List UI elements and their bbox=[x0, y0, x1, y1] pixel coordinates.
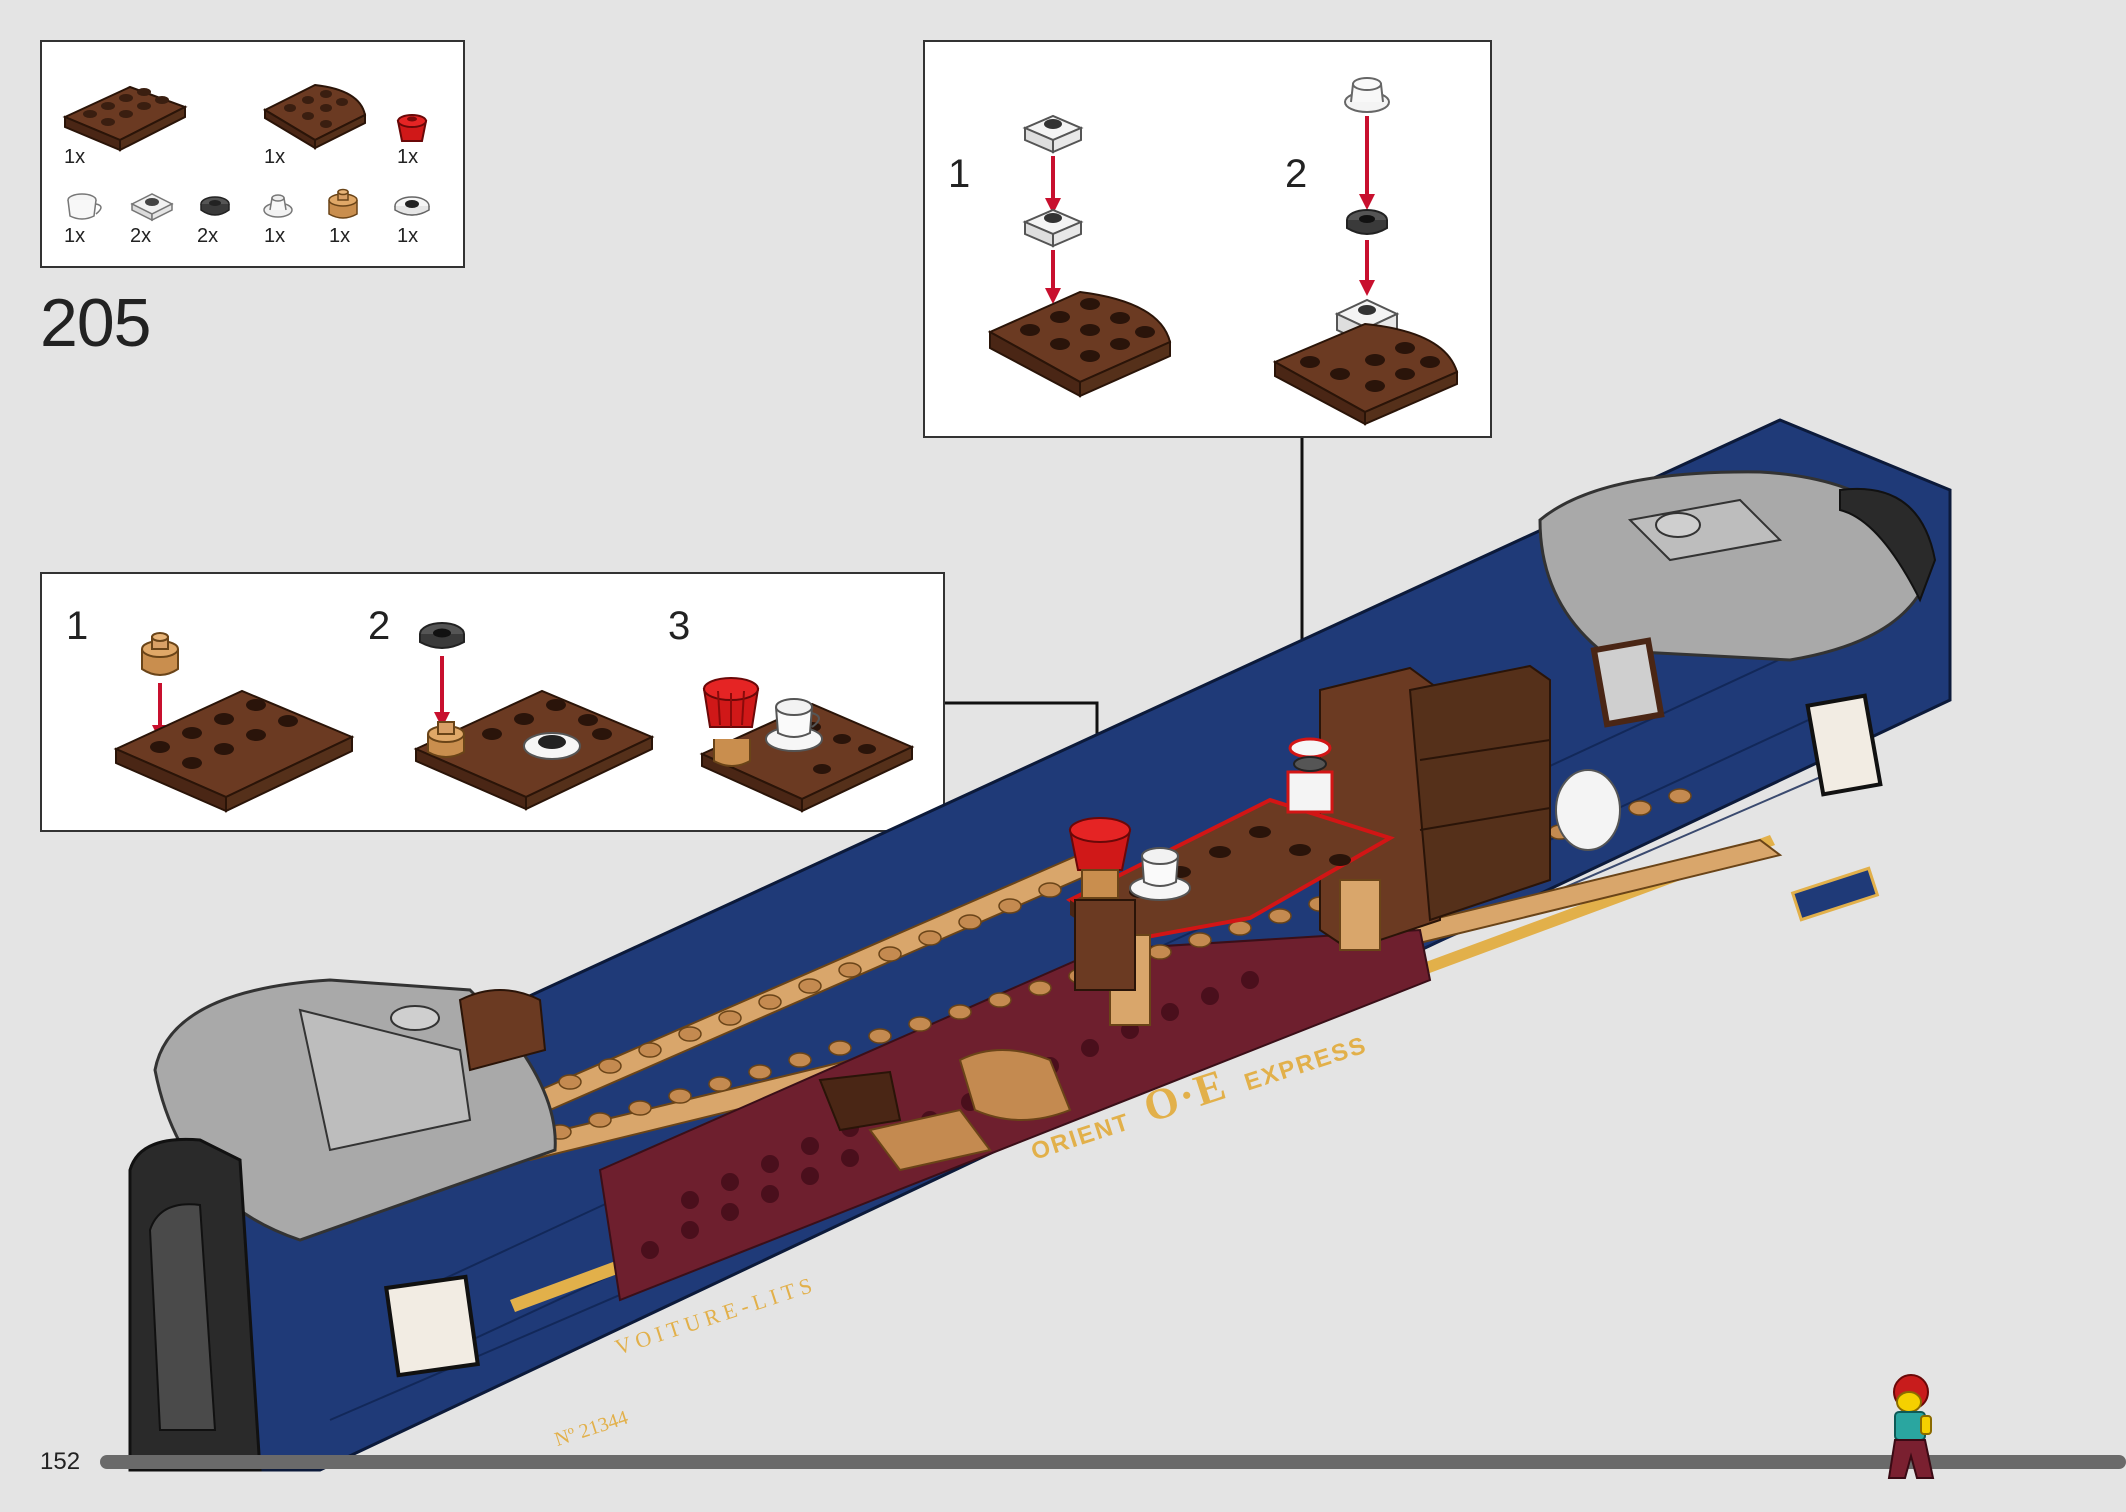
qty-label: 1x bbox=[329, 225, 351, 247]
step-number: 205 bbox=[40, 285, 151, 361]
qty-label: 1x bbox=[397, 225, 419, 247]
minifigure-progress-icon bbox=[1888, 1374, 1935, 1479]
red-flower-cup-part bbox=[396, 114, 428, 142]
qty-label: 1x bbox=[64, 146, 86, 168]
sub-step-number: 1 bbox=[66, 604, 89, 648]
qty-label: 2x bbox=[130, 225, 152, 247]
qty-label: 1x bbox=[264, 146, 286, 168]
sub-step-1-illustration bbox=[113, 632, 355, 813]
sub-assembly-callout-top: 1 2 bbox=[923, 40, 1492, 438]
tan-round-brick-part bbox=[328, 188, 358, 219]
white-round-plate-part bbox=[394, 196, 430, 216]
qty-label: 1x bbox=[397, 146, 419, 168]
sub-step-1-illustration bbox=[987, 114, 1172, 398]
sub-step-2-illustration bbox=[1272, 77, 1459, 426]
qty-label: 1x bbox=[264, 225, 286, 247]
sub-step-2-illustration bbox=[413, 622, 655, 811]
sub-step-3-illustration bbox=[699, 677, 915, 813]
sub-step-number: 2 bbox=[368, 604, 391, 648]
trans-clear-plate-part bbox=[130, 193, 174, 222]
page-number: 152 bbox=[40, 1448, 81, 1475]
qty-label: 1x bbox=[64, 225, 86, 247]
brown-quarter-round-plate-part bbox=[262, 83, 367, 150]
trans-clear-cone-part bbox=[263, 194, 293, 218]
progress-bar bbox=[100, 1455, 2126, 1469]
parts-list: 1x 1x 1x 1x 2x 2x 1x bbox=[40, 40, 465, 268]
sub-assembly-callout-left: 1 2 3 bbox=[40, 572, 945, 832]
sub-step-number: 2 bbox=[1285, 152, 1308, 196]
black-round-tile-part bbox=[200, 196, 230, 216]
trans-clear-cup-part bbox=[67, 193, 102, 220]
qty-label: 2x bbox=[197, 225, 219, 247]
sub-step-number: 1 bbox=[948, 152, 971, 196]
sub-step-number: 3 bbox=[668, 604, 691, 648]
brown-plate-2x4-part bbox=[62, 85, 188, 152]
